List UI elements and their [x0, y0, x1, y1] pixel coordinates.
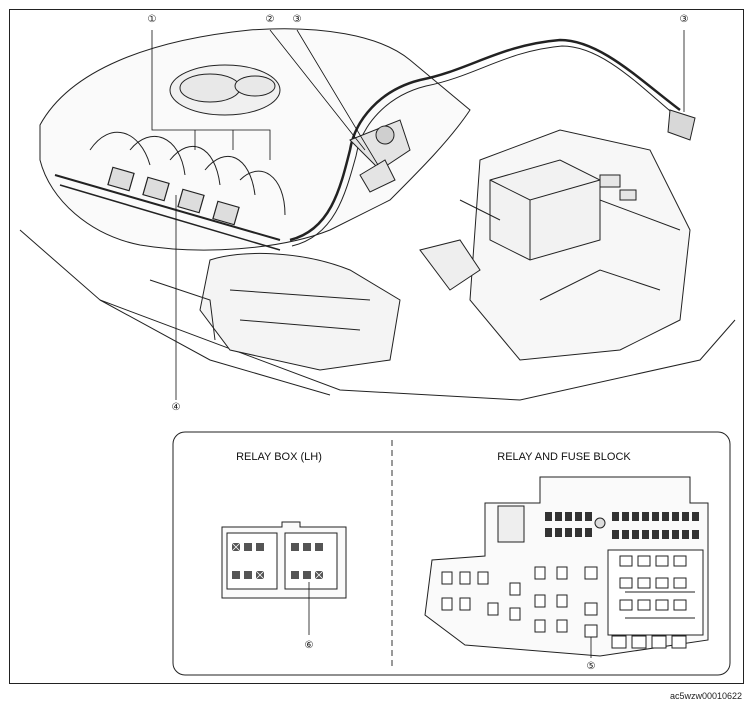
callout-1-label: ①	[148, 14, 157, 25]
callout-4-label: ④	[172, 402, 181, 413]
relay-box-lh	[221, 521, 347, 635]
fuse-block-title: RELAY AND FUSE BLOCK	[497, 451, 631, 463]
callout-leader-lines	[151, 29, 685, 400]
callout-3-right-label: ③	[680, 14, 689, 25]
callout-6-label: ⑥	[305, 640, 314, 651]
callout-3-label: ③	[293, 14, 302, 25]
callout-5-label: ⑤	[587, 661, 596, 672]
relay-fuse-block	[424, 476, 709, 658]
document-code: ac5wzw00010622	[669, 691, 742, 701]
engine-bay-illustration	[19, 28, 736, 401]
relay-box-title: RELAY BOX (LH)	[236, 451, 322, 463]
callout-2-label: ②	[266, 14, 275, 25]
